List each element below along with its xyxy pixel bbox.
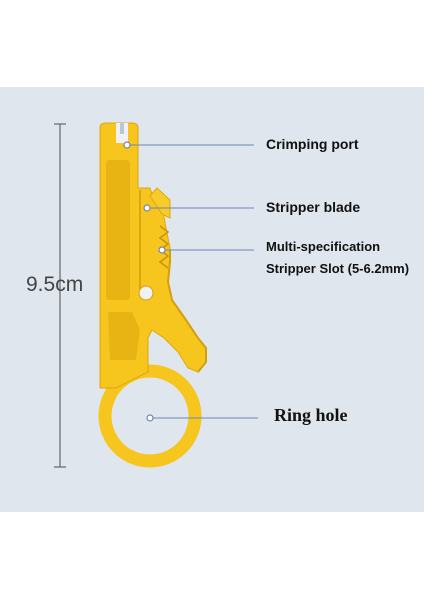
ring-hole-label: Ring hole	[274, 405, 348, 425]
dimension-label: 9.5cm	[26, 273, 84, 296]
wire-stripper-tool	[98, 122, 207, 468]
stripper-slot-label-line2: Stripper Slot (5-6.2mm)	[266, 261, 410, 276]
center-hole	[138, 285, 154, 301]
background-panel	[0, 87, 424, 512]
leader-lines	[123, 141, 258, 422]
stripper-slot-marker	[158, 246, 166, 254]
stripper-slot-teeth	[158, 225, 170, 269]
stripper-blade-label: Stripper blade	[266, 199, 361, 215]
handle-groove	[106, 160, 130, 300]
stripper-blade-marker	[143, 204, 151, 212]
dimension-line	[54, 123, 66, 468]
crimping-port-marker	[123, 141, 131, 149]
blade-arm	[149, 187, 171, 219]
ring-hole-marker	[146, 414, 154, 422]
stripper-slot-label-line1: Multi-specification	[266, 239, 381, 254]
crimping-port-label: Crimping port	[266, 136, 359, 152]
lower-recess	[108, 312, 140, 360]
ring	[98, 364, 202, 468]
